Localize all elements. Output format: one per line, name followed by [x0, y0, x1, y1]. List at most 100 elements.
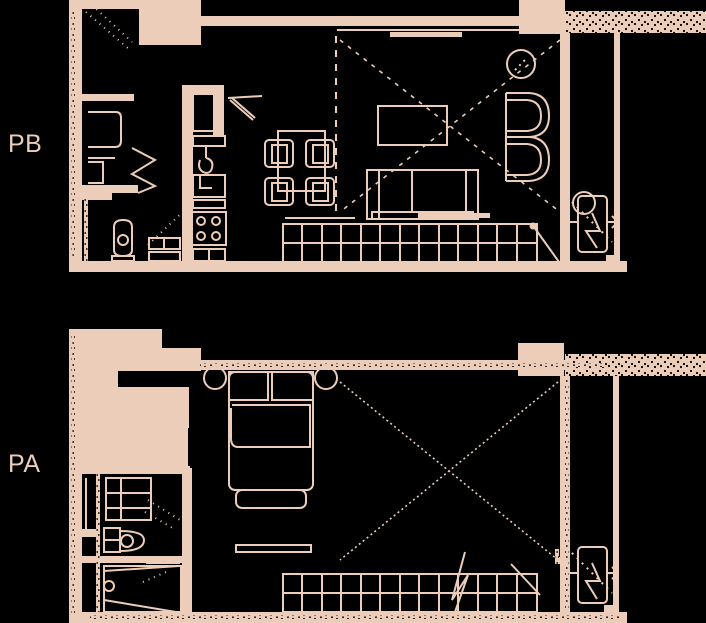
pa-pillow	[271, 371, 314, 401]
pb-stair-run	[282, 222, 560, 263]
pb-wall-dotted-exterior	[71, 9, 75, 259]
pa-wall-entry-lower	[69, 428, 188, 472]
pa-nightstand	[314, 366, 338, 390]
pb-slide-indicator-topleft	[85, 11, 131, 51]
pb-block-closet-top	[139, 0, 201, 45]
pb-stair-newel	[529, 222, 537, 230]
pb-window-mullion	[390, 32, 462, 37]
pb-folding-door	[129, 147, 158, 194]
pa-console-shelf	[235, 544, 312, 553]
pa-double-bed	[228, 371, 314, 509]
pb-chair	[305, 177, 335, 206]
pa-shower-threshold	[146, 559, 180, 564]
pb-wall-dotted-left	[84, 196, 88, 262]
pa-walls	[69, 329, 706, 623]
pa-void-diagonal-2	[339, 381, 559, 561]
pa-water-heater	[570, 546, 620, 604]
pb-cooktop	[191, 211, 227, 246]
pa-shower-glass	[103, 565, 180, 572]
pa-shelf-end	[556, 557, 566, 564]
pb-base-cabinet	[192, 248, 226, 262]
pb-kitchen-sink	[192, 135, 226, 174]
pa-shower-pivot	[103, 580, 115, 592]
pa-utility-diagonal	[561, 542, 613, 594]
pb-column-top	[519, 0, 565, 34]
pb-stair-direction	[533, 226, 560, 263]
pb-wall-exterior-left	[69, 0, 82, 272]
pb-wall-kitchen-top	[182, 85, 224, 95]
pa-toilet	[103, 527, 146, 553]
pa-nightstand	[203, 366, 227, 390]
pb-open-door-leaf-2	[231, 97, 256, 119]
pa-vanity-cabinet	[105, 477, 152, 521]
pa-column-top	[518, 343, 564, 376]
pb-stair-rail	[418, 213, 490, 218]
pa-stair-direction	[510, 563, 541, 596]
pa-shower-glass-2	[103, 599, 177, 613]
pa-linework	[85, 366, 620, 613]
pb-armchair	[505, 136, 551, 182]
pa-wall-balcony-inner	[613, 376, 619, 616]
pb-dining-set	[264, 130, 335, 206]
pb-toilet	[111, 218, 135, 262]
pb-wall-right-interior	[560, 33, 570, 263]
pa-stair-run	[282, 551, 541, 613]
floor-plan-pb: PB	[8, 0, 706, 272]
pa-wall-bath-stub	[82, 529, 96, 537]
pb-wall-kitchen-upper-right	[213, 85, 224, 135]
pb-dining-table	[277, 130, 326, 192]
pa-shower	[103, 565, 182, 613]
floor-label-pa: PA	[8, 450, 41, 478]
pa-shelf-dot	[555, 549, 559, 564]
pb-shelf-grid	[148, 237, 181, 262]
pa-wall-dotted-top	[200, 363, 604, 367]
pb-slide-indicator-bath	[147, 204, 191, 246]
pb-void-diagonal-1	[339, 39, 561, 213]
pb-walls	[69, 0, 706, 272]
floor-label-pb: PB	[8, 130, 42, 158]
pb-wall-kitchen-left	[182, 85, 193, 270]
pb-chair	[264, 177, 294, 206]
pb-chair	[305, 139, 335, 168]
pb-window-sill	[227, 95, 263, 99]
pa-wall-dotted-inner	[96, 470, 100, 612]
pb-wall-top	[198, 16, 608, 26]
pb-vanity	[88, 161, 104, 184]
pa-wall-exterior-left	[69, 329, 82, 623]
pa-pillow	[228, 371, 269, 401]
pb-wall-top-left	[69, 0, 146, 9]
pb-wall-bath-mid	[82, 185, 138, 193]
pb-kitchen-counter	[192, 174, 226, 209]
pa-wall-bath-right	[182, 468, 192, 623]
pa-utility-block	[604, 605, 616, 613]
pb-armchair	[505, 92, 551, 138]
pa-bed-duvet-fold	[230, 404, 311, 448]
pa-stair-up-arrow	[451, 551, 469, 613]
pb-wall-balcony-inner	[614, 33, 620, 270]
floor-plan-pa: PA	[8, 329, 706, 623]
pb-linework	[85, 4, 620, 263]
pa-bed-bench	[235, 489, 307, 509]
pb-utility-block	[606, 255, 618, 263]
pa-wall-bath-mid	[82, 556, 182, 563]
pb-chair	[264, 139, 294, 168]
pb-water-heater	[570, 191, 620, 253]
pa-wall-dotted-right	[565, 379, 569, 611]
pb-wall-bath-top	[82, 94, 134, 101]
pb-wall-bath-stub	[82, 193, 112, 200]
pa-wall-dotted-bottom	[90, 615, 620, 619]
pb-void-diagonal-2	[339, 39, 561, 213]
pb-upper-cabinet	[192, 87, 218, 132]
pb-wall-bottom	[82, 261, 627, 272]
pa-wall-entry-mass	[69, 329, 201, 428]
pa-slide-indicator-bath	[147, 499, 181, 521]
pa-balcony-parapet	[565, 354, 706, 376]
pa-wall-dotted-exterior	[71, 336, 75, 614]
pb-coffee-table	[377, 105, 448, 146]
pa-shower-drain-mark	[142, 571, 167, 583]
pb-balcony-parapet	[565, 11, 706, 33]
pa-wall-bath-top	[82, 466, 190, 474]
